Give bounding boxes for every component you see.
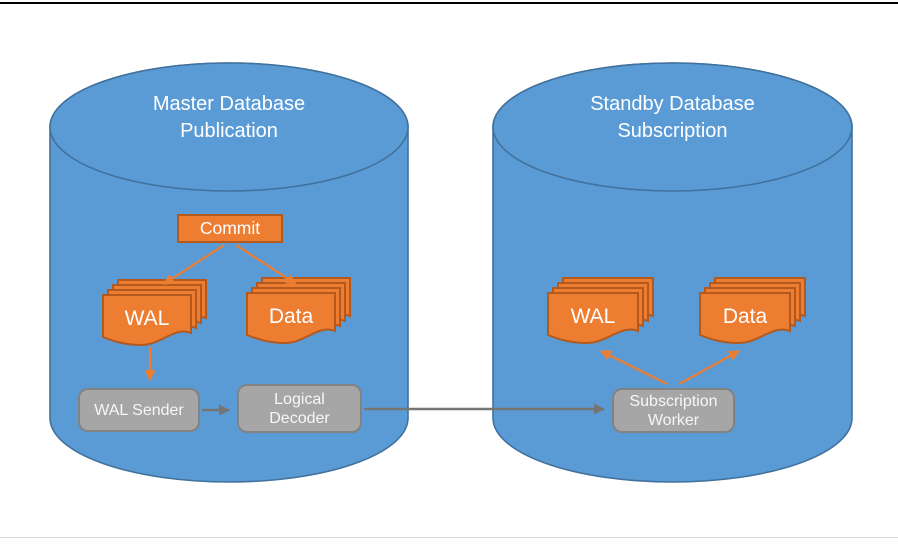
standby-wal-label: WAL [570, 305, 616, 328]
master-wal-label: WAL [124, 307, 170, 330]
standby-data-document-stack [699, 277, 806, 345]
master-data-label: Data [268, 305, 314, 328]
arrow-commit-to-wal [163, 244, 225, 285]
bottom-divider-line [0, 537, 898, 538]
master-wal-document-stack [102, 279, 207, 347]
arrow-commit-to-data [235, 244, 297, 285]
arrow-worker-to-wal [600, 350, 668, 385]
top-divider-line [0, 2, 898, 4]
master-data-document-stack [246, 277, 351, 345]
standby-wal-document-stack [547, 277, 654, 345]
standby-database-cylinder [492, 62, 853, 483]
standby-database-title: Standby Database Subscription [590, 93, 755, 142]
logical-decoder-box: Logical Decoder [237, 384, 362, 433]
subscription-worker-box: Subscription Worker [612, 388, 735, 433]
standby-data-label: Data [722, 305, 768, 328]
wal-sender-box: WAL Sender [78, 388, 200, 432]
arrow-worker-to-data [678, 350, 740, 385]
master-database-title: Master Database Publication [152, 93, 306, 142]
commit-box: Commit [177, 214, 283, 243]
master-database-cylinder [49, 62, 409, 483]
